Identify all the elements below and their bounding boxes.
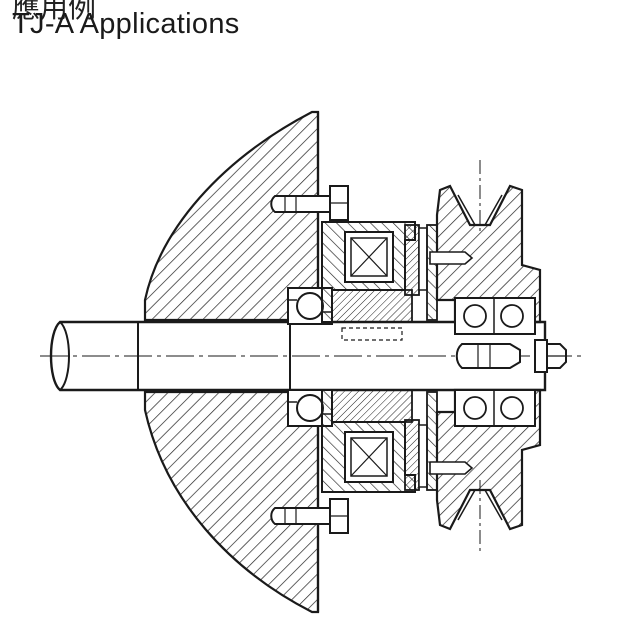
friction-discs <box>404 224 438 491</box>
housing-wall <box>143 110 320 614</box>
disc-screws <box>429 251 474 475</box>
page-title: TJ-A Applications <box>12 8 240 40</box>
pulley-bearings <box>454 297 536 427</box>
mounting-bolt-bottom <box>270 498 349 534</box>
end-bolt <box>455 339 567 373</box>
title-chinese: 應用例 <box>12 0 97 23</box>
rotor-hub <box>331 289 413 423</box>
mounting-bolt-top <box>270 185 349 221</box>
